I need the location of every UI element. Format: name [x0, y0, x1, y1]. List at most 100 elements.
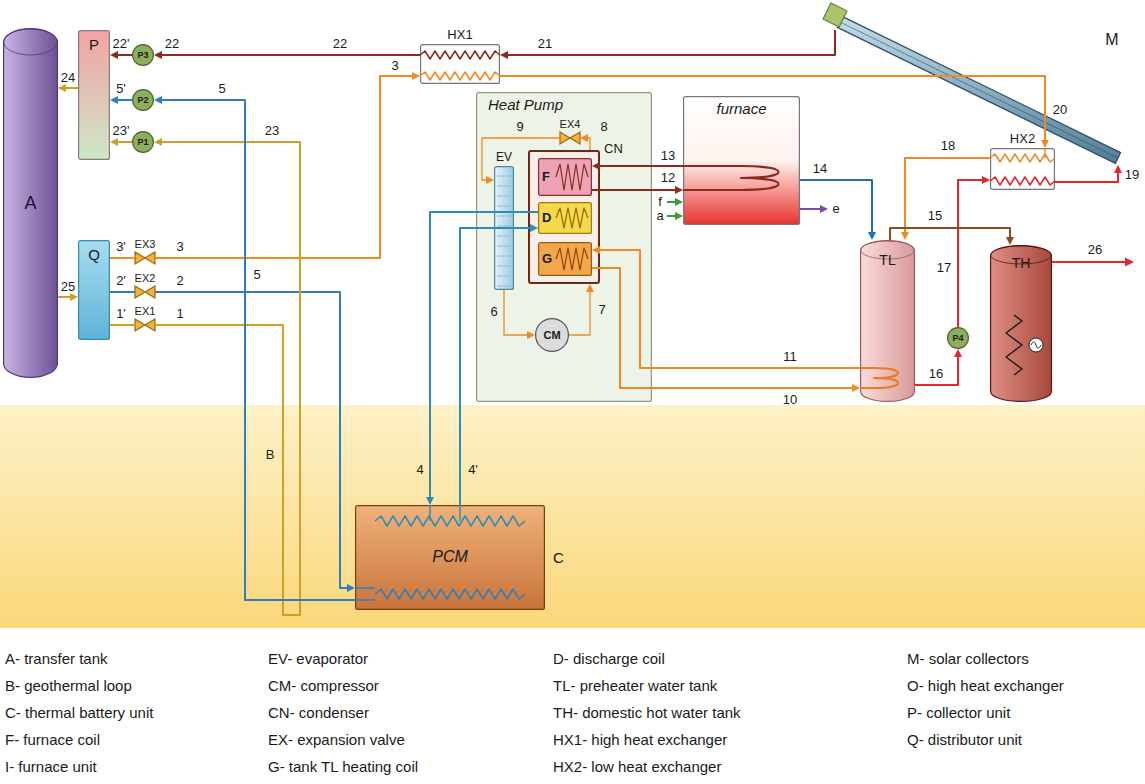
legend-entry: A- transfer tank	[5, 650, 108, 667]
arrow-head	[530, 224, 538, 232]
solar-collector: M	[822, 5, 1125, 165]
arrow-head	[1114, 165, 1122, 173]
legend-entry: HX1- high heat exchanger	[553, 731, 727, 748]
flow-line-path	[569, 292, 590, 335]
flow-line	[800, 180, 876, 240]
flow-line-path	[482, 138, 560, 180]
flow-line-path	[155, 76, 412, 258]
arrow-head	[982, 176, 990, 184]
node-label: F	[542, 170, 550, 185]
callout-number: 22	[333, 37, 347, 52]
flow-line-path	[504, 290, 527, 335]
flow-line-path	[592, 268, 852, 388]
arrow-head	[154, 96, 162, 104]
callout-number: a	[656, 209, 663, 224]
flow-line-path	[958, 180, 982, 327]
callout-number: 3	[391, 59, 398, 74]
callout-number: 16	[929, 367, 943, 382]
node-label: P2	[137, 95, 148, 105]
condenser: CNDFG	[528, 150, 600, 284]
discharge-coil: D	[538, 202, 592, 234]
arrow-head	[592, 162, 600, 170]
callout-number: 1'	[116, 307, 126, 322]
callout-number: 15	[928, 209, 942, 224]
arrow-head	[412, 72, 420, 80]
node-label: furnace	[716, 100, 766, 117]
flow-line	[155, 292, 355, 592]
callout-number: 21	[538, 37, 552, 52]
callout-number: 25	[61, 280, 75, 295]
expansion-valve: EX4	[560, 132, 580, 144]
callout-number: 23	[265, 124, 279, 139]
flow-line	[500, 30, 835, 59]
flow-line	[58, 293, 78, 301]
callout-number: 13	[661, 149, 675, 164]
node-label: C	[553, 549, 564, 566]
node-label: P	[89, 36, 99, 53]
node-label: CM	[543, 329, 560, 342]
flow-line	[110, 292, 135, 293]
callout-number: 2'	[116, 274, 126, 289]
node-label: D	[542, 211, 551, 226]
arrow-head	[486, 176, 494, 184]
legend-entry: TH- domestic hot water tank	[553, 704, 741, 721]
flow-line	[154, 51, 420, 59]
callout-number: e	[832, 202, 839, 217]
callout-number: 10	[783, 393, 797, 408]
flow-line-path	[110, 257, 135, 259]
transfer-tank: A	[3, 28, 58, 378]
node-label: PCM	[432, 548, 468, 566]
legend-entry: TL- preheater water tank	[553, 677, 717, 694]
callout-number: f	[658, 195, 662, 210]
arrow-head	[500, 51, 508, 59]
flow-line	[580, 134, 590, 150]
flow-line	[110, 138, 132, 146]
arrow-head	[70, 293, 78, 301]
legend-entry: CN- condenser	[268, 704, 369, 721]
flow-line	[154, 138, 300, 615]
flow-line-path	[110, 324, 135, 326]
callout-number: 6	[490, 305, 497, 320]
water-tank: TL	[860, 240, 915, 402]
callout-number: 26	[1088, 243, 1102, 258]
flow-line	[915, 349, 962, 385]
node-label: HX2	[1010, 132, 1035, 147]
water-tank: TH	[990, 245, 1052, 402]
flow-line	[110, 325, 135, 326]
node-label: P1	[137, 137, 148, 147]
legend-entry: C- thermal battery unit	[5, 704, 153, 721]
arrow-head	[527, 331, 535, 339]
fuel-inlet-arrow	[667, 198, 683, 206]
callout-number: 4	[416, 463, 423, 478]
node-label: M	[1105, 31, 1118, 49]
exhaust-arrow	[800, 205, 828, 213]
callout-number: 24	[61, 71, 75, 86]
node-label: P3	[137, 50, 148, 60]
flow-line	[592, 162, 683, 170]
flow-line-path	[155, 142, 300, 615]
arrow-head	[580, 134, 588, 142]
callout-number: 5'	[116, 82, 126, 97]
node-label: P4	[952, 333, 963, 343]
arrow-head	[347, 584, 355, 592]
flow-line-path	[508, 30, 835, 55]
legend-entry: EX- expansion valve	[268, 731, 405, 748]
legend-entry: M- solar collectors	[907, 650, 1029, 667]
heat-exchanger: HX2	[990, 148, 1055, 190]
pump: P1	[132, 131, 154, 153]
distributor-unit: Q	[78, 240, 110, 340]
flow-line-path	[155, 292, 347, 588]
legend-entry: Q- distributor unit	[907, 731, 1022, 748]
node-label: EX4	[560, 118, 581, 131]
expansion-valve: EX1	[135, 319, 155, 331]
legend-entry: F- furnace coil	[5, 731, 100, 748]
arrow-head	[586, 284, 594, 292]
flow-line	[482, 138, 560, 184]
callout-number: 19	[1125, 168, 1139, 183]
node-label: EX3	[135, 238, 156, 251]
arrow-head	[58, 84, 66, 92]
node-label: HX1	[447, 28, 472, 43]
flow-line-path	[118, 54, 132, 56]
callout-number: 1	[176, 307, 183, 322]
